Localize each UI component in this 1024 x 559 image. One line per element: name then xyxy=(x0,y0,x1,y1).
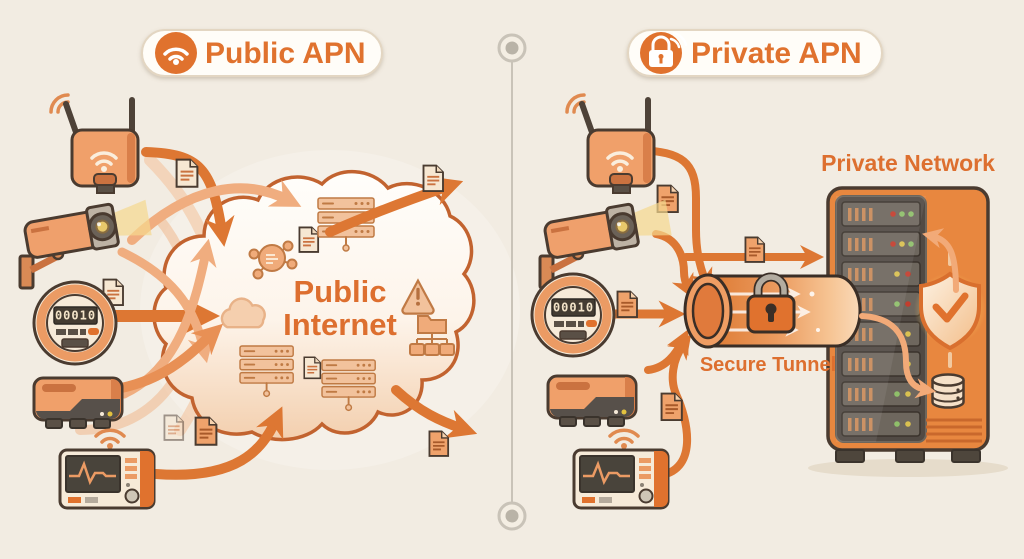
gps-tracker-right xyxy=(546,374,638,428)
cabinet-foot xyxy=(895,449,925,463)
flow-arrow xyxy=(141,147,235,247)
cabinet-shadow xyxy=(808,459,1008,477)
gps-tracker-left xyxy=(32,376,124,430)
private-apn-badge: Private APN xyxy=(627,29,883,77)
internal-arrow xyxy=(922,228,959,293)
center-divider xyxy=(497,33,527,531)
document-icon xyxy=(303,356,322,380)
document-icon xyxy=(194,416,218,446)
public-apn-label: Public APN xyxy=(205,37,366,70)
wifi-icon xyxy=(163,47,189,65)
private-network-label: Private Network xyxy=(821,150,995,176)
document-icon xyxy=(298,226,320,253)
cloud-label-line2: Internet xyxy=(283,307,397,342)
public-apn-badge: Public APN xyxy=(141,29,383,77)
internal-routing-arrows xyxy=(859,228,959,399)
document-icon xyxy=(616,290,638,318)
cabinet-foot xyxy=(951,449,981,463)
flow-arrow xyxy=(127,179,302,245)
database-icon xyxy=(931,373,965,409)
document-icon xyxy=(422,164,444,192)
cloud-label-line1: Public xyxy=(293,274,386,309)
flow-arrow xyxy=(151,406,284,480)
exit-arrow-bottom xyxy=(391,385,478,439)
smart-meter-left xyxy=(34,282,116,364)
flow-arrow xyxy=(652,230,694,299)
document-icon xyxy=(660,392,683,422)
private-apn-label: Private APN xyxy=(691,37,862,70)
smart-meter-left-display: 00010 xyxy=(55,309,96,323)
cabinet-foot xyxy=(835,449,865,463)
document-icon xyxy=(175,158,199,188)
smart-meter-right xyxy=(532,274,614,356)
padlock-icon xyxy=(746,272,796,334)
document-icon xyxy=(428,430,450,457)
flow-arrow xyxy=(636,146,713,294)
secure-tunnel: Secure Tunnel xyxy=(683,272,862,376)
secure-tunnel-label: Secure Tunnel xyxy=(700,354,836,376)
smart-meter-right-display: 00010 xyxy=(553,301,594,315)
server-rows xyxy=(841,201,921,437)
document-icon xyxy=(744,236,766,263)
private-network-cabinet xyxy=(808,186,1008,477)
document-icon xyxy=(163,414,185,441)
padlock-signal-icon xyxy=(649,31,688,67)
internal-arrow xyxy=(859,313,937,399)
cabinet-vents xyxy=(926,418,982,443)
